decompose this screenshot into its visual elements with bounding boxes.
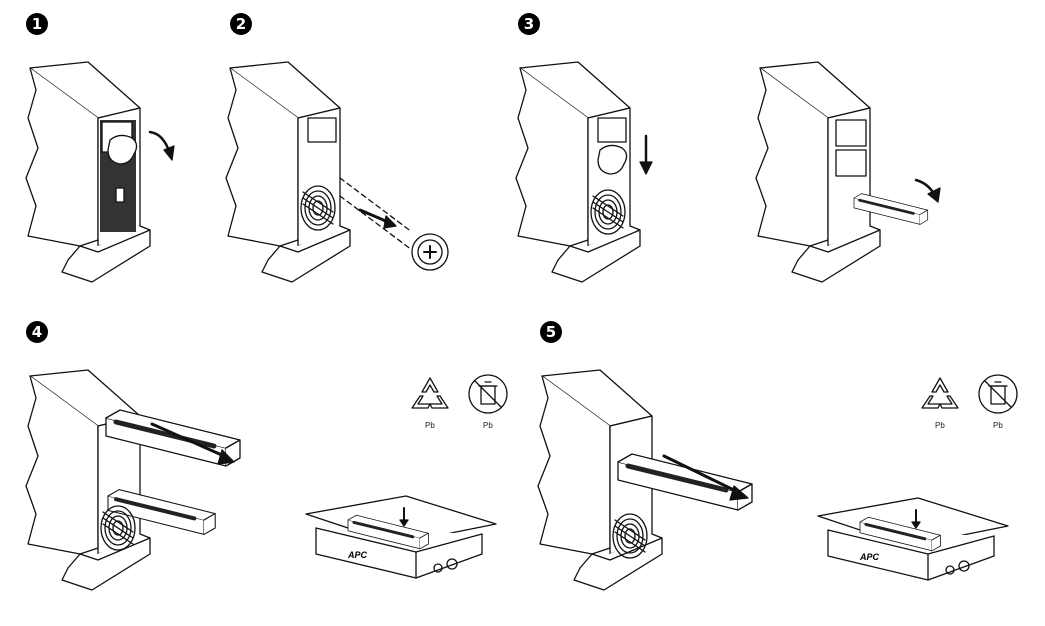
- step-2-illustration: [225, 61, 449, 283]
- step-4-recycle-icon: [411, 377, 449, 409]
- step-3-badge: 3: [518, 13, 540, 35]
- step-3-illustration-a: [515, 61, 653, 283]
- step-5-recycle-icon: [921, 377, 959, 409]
- step-2-badge: 2: [230, 13, 252, 35]
- step-5-bin-label: Pb: [993, 421, 1003, 430]
- step-5-box: APC: [817, 497, 1009, 581]
- step-3-illustration-b: [755, 61, 941, 283]
- step-5-bin-icon: [978, 374, 1018, 414]
- step-4-badge: 4: [26, 321, 48, 343]
- step-1-illustration: [25, 61, 175, 283]
- step-5-badge: 5: [540, 321, 562, 343]
- step-4-recycle-label: Pb: [425, 421, 435, 430]
- step-5-recycle-label: Pb: [935, 421, 945, 430]
- step-4-box: APC: [305, 495, 497, 579]
- step-4-illustration: [25, 369, 240, 591]
- step-4-bin-icon: [468, 374, 508, 414]
- step-1-badge: 1: [26, 13, 48, 35]
- step-4-bin-label: Pb: [483, 421, 493, 430]
- step-4-box-logo: APC: [347, 550, 368, 560]
- step-5-illustration: [537, 369, 752, 591]
- step-5-box-logo: APC: [859, 552, 880, 562]
